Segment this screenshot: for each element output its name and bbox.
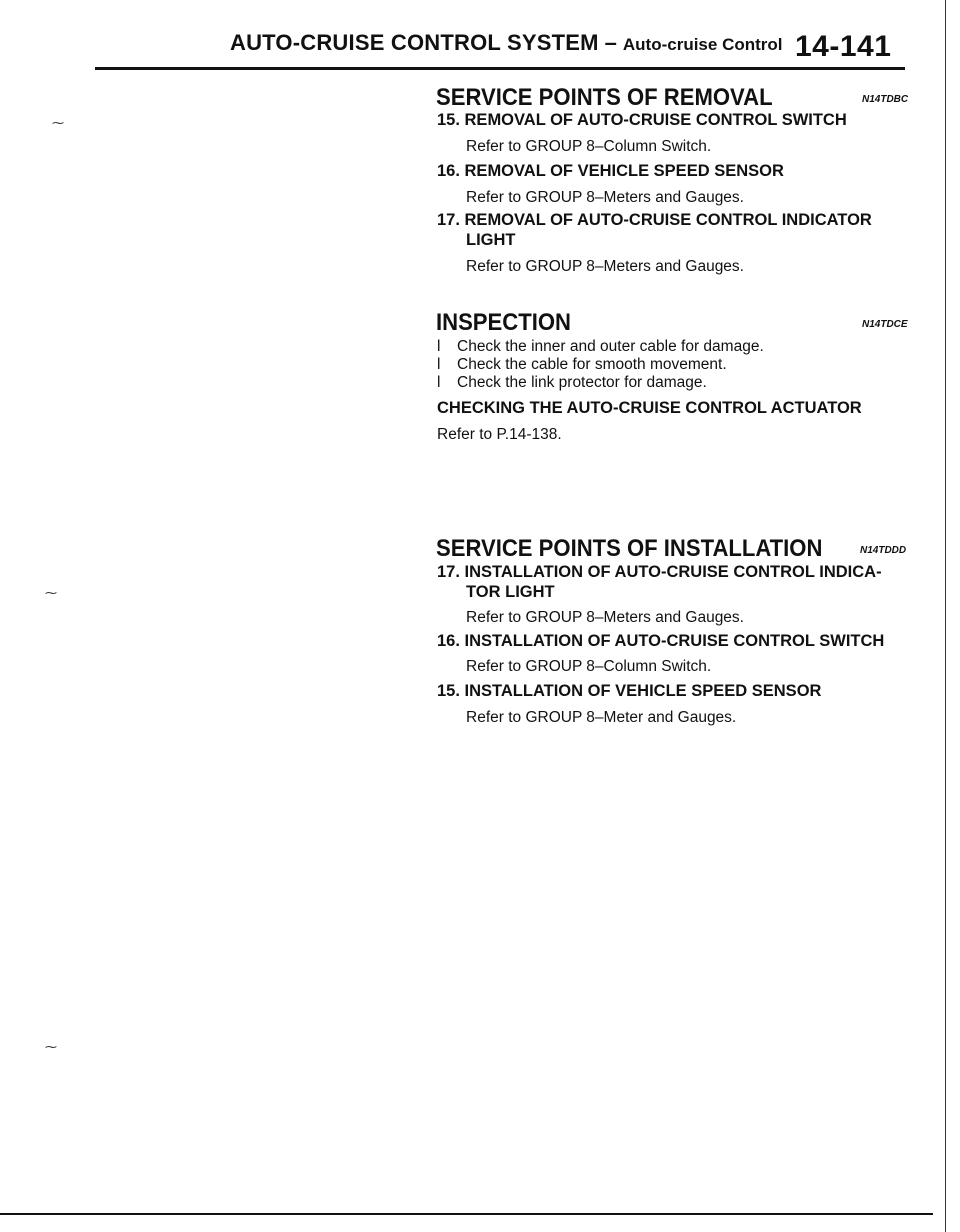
installation-section-title: SERVICE POINTS OF INSTALLATION [436, 535, 823, 562]
removal-item-text: Refer to GROUP 8–Meters and Gauges. [466, 258, 744, 275]
header-rule [95, 67, 905, 70]
page-header: AUTO-CRUISE CONTROL SYSTEM–Auto-cruise C… [230, 30, 783, 56]
removal-item-text: Refer to GROUP 8–Column Switch. [466, 138, 712, 155]
bullet-text: Check the cable for smooth movement. [457, 356, 727, 373]
margin-mark: ⁓ [45, 586, 57, 600]
header-title: AUTO-CRUISE CONTROL SYSTEM [230, 30, 599, 55]
installation-item-heading: 17. INSTALLATION OF AUTO-CRUISE CONTROL … [437, 563, 882, 581]
header-subtitle: Auto-cruise Control [622, 35, 783, 54]
removal-item-heading: 17. REMOVAL OF AUTO-CRUISE CONTROL INDIC… [437, 211, 872, 229]
removal-item-text: Refer to GROUP 8–Meters and Gauges. [466, 189, 744, 206]
inspection-bullet: l Check the link protector for damage. [437, 374, 707, 392]
installation-section-code: N14TDDD [860, 545, 907, 556]
removal-section-title: SERVICE POINTS OF REMOVAL [436, 84, 773, 111]
bullet-icon: l [437, 338, 441, 355]
inspection-bullet: l Check the inner and outer cable for dam… [437, 338, 764, 356]
removal-item-heading: 15. REMOVAL OF AUTO-CRUISE CONTROL SWITC… [437, 111, 847, 129]
bullet-icon: l [437, 374, 441, 391]
removal-section-code: N14TDBC [862, 94, 909, 105]
inspection-section-title: INSPECTION [436, 309, 571, 336]
installation-item-text: Refer to GROUP 8–Meters and Gauges. [466, 609, 744, 626]
removal-item-heading-cont: LIGHT [466, 231, 516, 249]
margin-mark: ⁓ [45, 1040, 57, 1054]
header-dash: – [604, 30, 617, 55]
installation-item-text: Refer to GROUP 8–Column Switch. [466, 658, 712, 675]
inspection-bullet: l Check the cable for smooth movement. [437, 356, 727, 374]
margin-mark: ⁓ [52, 116, 64, 130]
bullet-text: Check the link protector for damage. [457, 374, 707, 391]
bullet-icon: l [437, 356, 441, 373]
inspection-subheading: CHECKING THE AUTO-CRUISE CONTROL ACTUATO… [437, 399, 862, 417]
page-number: 14-141 [795, 30, 892, 63]
footer-rule [0, 1213, 933, 1215]
right-margin-line [945, 0, 946, 1232]
removal-item-heading: 16. REMOVAL OF VEHICLE SPEED SENSOR [437, 162, 784, 180]
installation-item-text: Refer to GROUP 8–Meter and Gauges. [466, 709, 737, 726]
bullet-text: Check the inner and outer cable for dama… [457, 338, 764, 355]
installation-item-heading: 15. INSTALLATION OF VEHICLE SPEED SENSOR [437, 682, 822, 700]
inspection-section-code: N14TDCE [862, 319, 908, 330]
installation-item-heading-cont: TOR LIGHT [466, 583, 555, 601]
installation-item-heading: 16. INSTALLATION OF AUTO-CRUISE CONTROL … [437, 632, 885, 650]
inspection-subtext: Refer to P.14-138. [437, 426, 562, 443]
